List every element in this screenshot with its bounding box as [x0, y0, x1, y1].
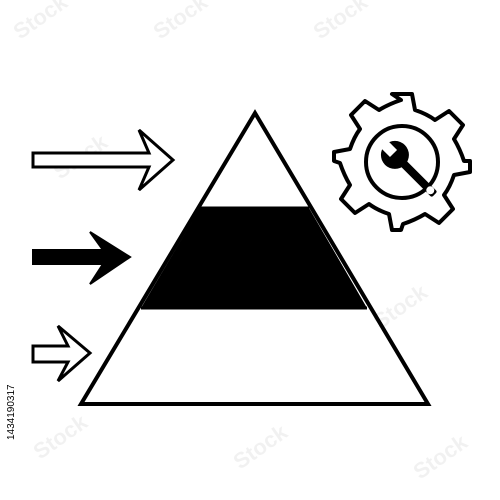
pyramid-level-2: [141, 208, 367, 308]
watermark-text-1: Stock: [9, 0, 73, 44]
watermark-text-3: Stock: [309, 0, 373, 44]
solid-arrow-icon: [32, 231, 132, 285]
pyramid-icon: [77, 109, 432, 406]
wrench-icon: [378, 138, 437, 197]
watermark-text-2: Stock: [149, 0, 213, 44]
watermark-text-8: Stock: [229, 419, 293, 474]
outline-arrow-icon-top: [31, 128, 176, 192]
gear-icon: [332, 92, 472, 232]
watermark-text-6: Stock: [369, 279, 433, 334]
image-id-text: 1434190317: [6, 384, 17, 440]
outline-arrow-icon-bottom: [31, 324, 93, 383]
watermark-text-9: Stock: [409, 429, 473, 484]
pyramid-outline: [77, 109, 432, 406]
watermark-text-7: Stock: [29, 409, 93, 464]
